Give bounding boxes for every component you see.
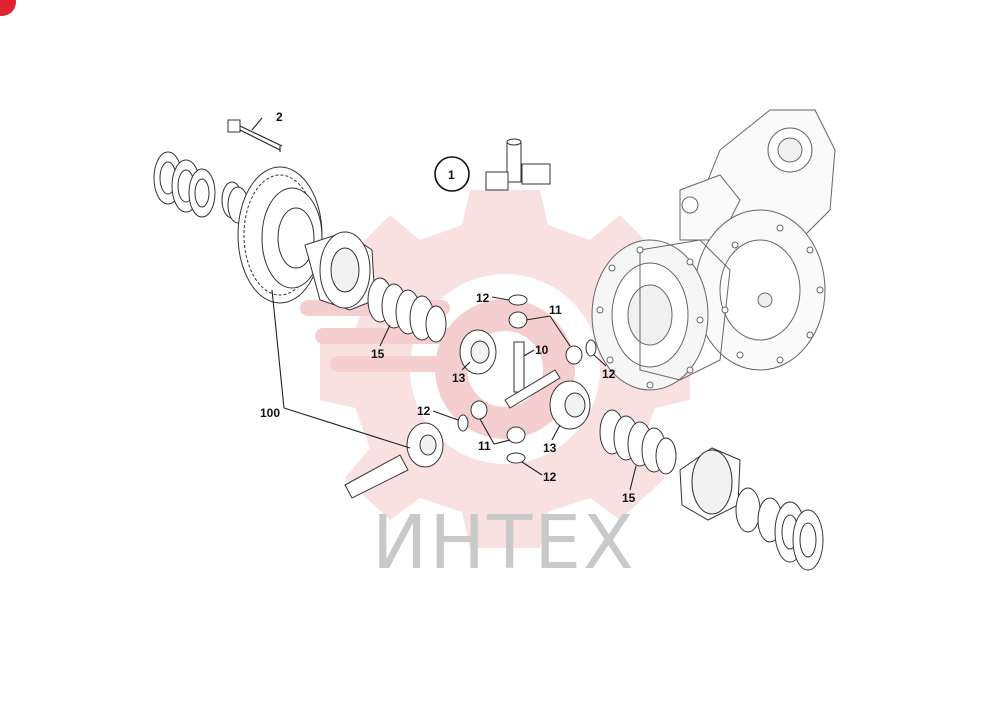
thrust-washers — [457, 294, 597, 464]
bolt-part-2 — [227, 117, 283, 152]
cross-shaft — [504, 341, 561, 409]
differential-case-right — [679, 447, 741, 521]
callout-11-bottom: 11 — [478, 439, 491, 453]
left-bearing-stack — [153, 151, 249, 224]
clutch-disc-stack-left — [367, 277, 447, 343]
right-bearing-stack — [735, 487, 824, 571]
callout-12-right: 12 — [602, 367, 616, 381]
callout-11-top: 11 — [549, 303, 562, 317]
callout-100: 100 — [260, 406, 280, 420]
callout-12-top: 12 — [476, 291, 490, 305]
callout-12-left: 12 — [417, 404, 431, 418]
watermark-text: ИНТЕХ — [372, 500, 636, 586]
callout-10: 10 — [535, 343, 549, 357]
callout-2: 2 — [276, 110, 283, 124]
callout-13-right: 13 — [543, 441, 557, 455]
axle-housing — [591, 109, 836, 391]
drive-pinion-shaft — [344, 422, 444, 499]
callout-13-left: 13 — [452, 371, 466, 385]
corner-marker — [0, 0, 16, 16]
clutch-disc-stack-right — [599, 409, 677, 475]
callout-1: 1 — [448, 168, 455, 182]
ring-gear — [237, 166, 323, 304]
side-gear-right — [549, 380, 591, 430]
callout-1-group — [434, 138, 551, 192]
side-gear-left — [459, 329, 497, 375]
callout-15-right: 15 — [622, 491, 636, 505]
differential-case — [304, 231, 376, 311]
callout-15-left: 15 — [371, 347, 385, 361]
callout-12-bottom: 12 — [543, 470, 557, 484]
